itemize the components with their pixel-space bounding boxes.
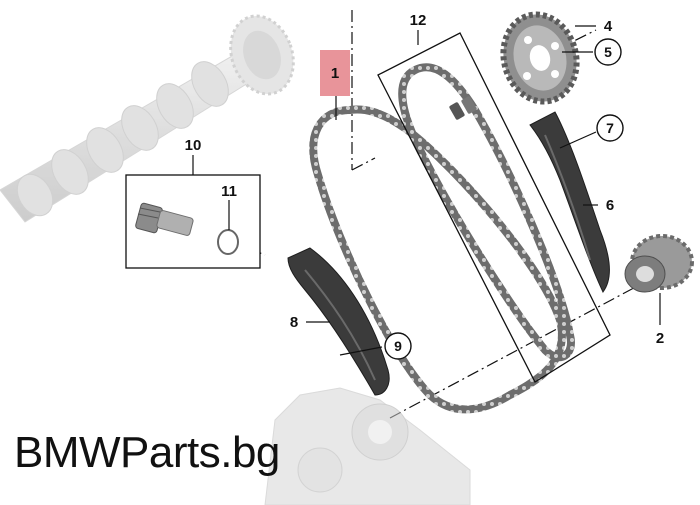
- label-6: 6: [606, 197, 614, 214]
- label-2: 2: [656, 330, 664, 347]
- label-4: 4: [604, 18, 613, 35]
- label-10: 10: [185, 137, 202, 154]
- part-1-highlight: [320, 50, 350, 96]
- chain-tensioner-10: [135, 202, 194, 236]
- label-5-circle: [594, 38, 622, 66]
- sprocket-4: [500, 11, 580, 105]
- timing-chain-long: [309, 105, 566, 414]
- guide-rail-8: [287, 247, 390, 396]
- label-7-circle: [596, 114, 624, 142]
- label-8: 8: [290, 314, 298, 331]
- camshaft: [0, 14, 295, 223]
- part-12-box: [377, 32, 611, 383]
- label-9: 9: [394, 338, 402, 354]
- leader-lines: [192, 25, 661, 356]
- tensioner-rail-6: [529, 111, 610, 293]
- label-7: 7: [606, 120, 614, 136]
- seal-ring-11: [217, 229, 239, 255]
- label-1: 1: [331, 65, 339, 82]
- watermark-brand: BMWParts.bg: [14, 428, 280, 477]
- centre-lines: [229, 10, 691, 419]
- crankshaft-sprocket-2: [624, 234, 694, 293]
- label-5: 5: [604, 44, 612, 60]
- chain-connecting-link: [449, 96, 477, 120]
- label-12: 12: [410, 12, 427, 29]
- label-9-circle: [384, 332, 412, 360]
- label-11: 11: [221, 183, 237, 200]
- high-pressure-pump: [264, 387, 471, 505]
